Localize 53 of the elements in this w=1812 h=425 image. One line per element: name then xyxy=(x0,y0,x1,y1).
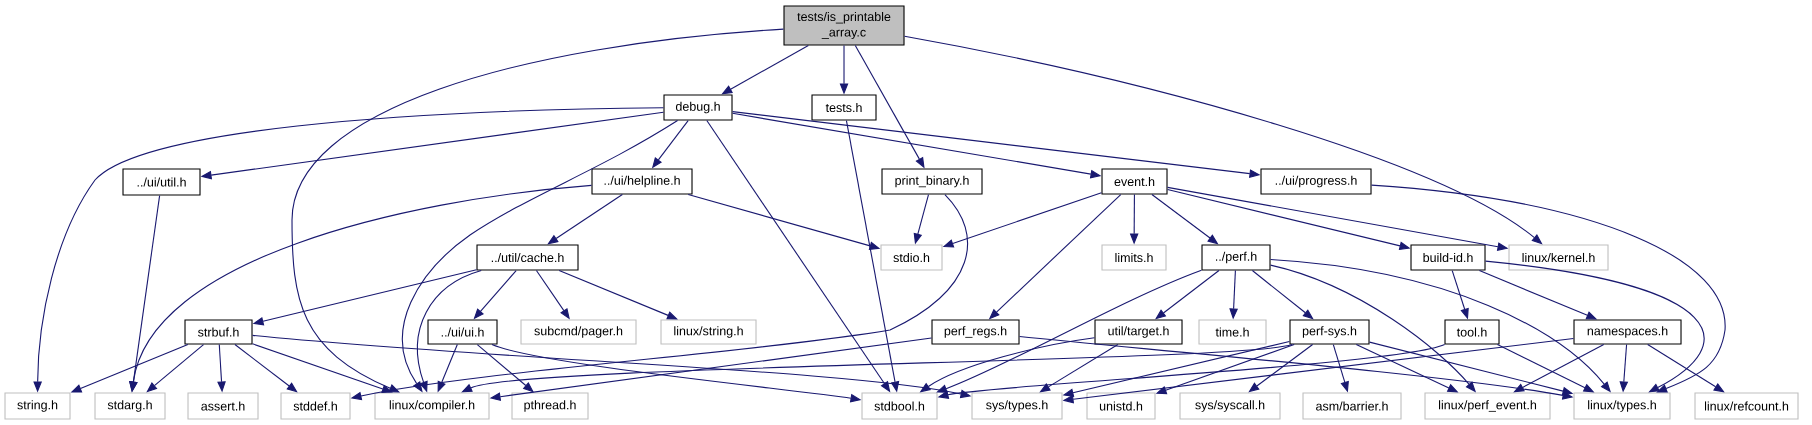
arrow xyxy=(146,344,205,393)
arrow xyxy=(1513,344,1605,393)
arrow xyxy=(461,344,1293,393)
file-box: linux/types.h xyxy=(1573,392,1671,420)
file-box: ../ui/helpline.h xyxy=(591,168,693,195)
arrow xyxy=(547,194,623,245)
file-box: unistd.h xyxy=(1086,392,1156,420)
file-box: debug.h xyxy=(663,94,733,121)
file-box: subcmd/pager.h xyxy=(520,319,637,345)
file-box: stdarg.h xyxy=(94,392,166,420)
file-box: tests.h xyxy=(811,94,877,121)
file-box: perf-sys.h xyxy=(1289,319,1370,345)
arrow xyxy=(1371,184,1726,393)
arrow xyxy=(252,343,393,393)
file-box: ../ui/ui.h xyxy=(427,319,498,345)
arrow xyxy=(936,269,1202,393)
arrow xyxy=(476,344,534,393)
file-box: string.h xyxy=(4,392,71,420)
file-box: linux/refcount.h xyxy=(1694,392,1799,420)
arrow xyxy=(291,28,784,393)
file-box: linux/compiler.h xyxy=(374,392,490,420)
file-box: sys/syscall.h xyxy=(1179,392,1281,420)
file-box: perf_regs.h xyxy=(931,319,1020,345)
arrow xyxy=(558,270,678,320)
file-box: build-id.h xyxy=(1410,244,1486,271)
file-box: limits.h xyxy=(1101,244,1167,271)
file-box: stdbool.h xyxy=(861,392,938,420)
arrow xyxy=(904,35,1543,245)
file-box: tests/is_printable _array.c xyxy=(783,5,905,46)
file-box: sys/types.h xyxy=(971,392,1063,420)
file-box: namespaces.h xyxy=(1573,319,1682,345)
file-box: stddef.h xyxy=(280,392,351,420)
arrow xyxy=(1251,270,1314,320)
file-box: linux/perf_event.h xyxy=(1424,392,1551,420)
arrow xyxy=(1485,260,1705,393)
file-box: util/target.h xyxy=(1094,319,1183,345)
file-box: pthread.h xyxy=(511,392,589,420)
file-box: linux/kernel.h xyxy=(1508,244,1609,271)
arrow xyxy=(234,344,298,393)
file-box: ../perf.h xyxy=(1201,244,1271,271)
file-box: event.h xyxy=(1101,168,1168,195)
file-box: stdio.h xyxy=(880,244,943,271)
arrow xyxy=(1248,344,1314,393)
file-box: strbuf.h xyxy=(184,319,253,345)
file-box: ../util/cache.h xyxy=(476,244,579,271)
file-box: linux/string.h xyxy=(660,319,757,345)
file-box: time.h xyxy=(1198,319,1267,345)
file-box: ../ui/util.h xyxy=(122,168,201,196)
file-box: tool.h xyxy=(1444,319,1500,345)
file-box: assert.h xyxy=(187,392,259,420)
file-box: ../ui/progress.h xyxy=(1260,168,1372,195)
file-box: print_binary.h xyxy=(881,168,983,195)
file-box: asm/barrier.h xyxy=(1302,392,1402,420)
